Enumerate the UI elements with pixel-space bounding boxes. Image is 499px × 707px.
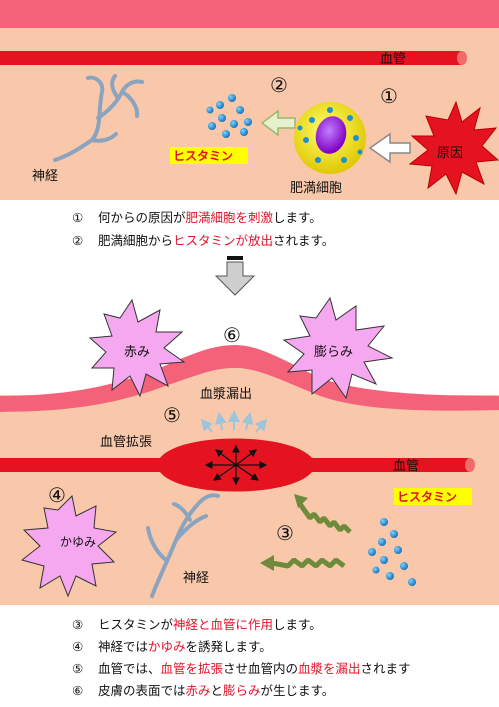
action-arrow-to-vessel-icon <box>294 494 352 534</box>
step-3-marker: ③ <box>276 521 294 545</box>
skin-background <box>0 0 499 200</box>
step-6-marker: ⑥ <box>223 323 241 347</box>
vasodilation-label: 血管拡張 <box>100 435 152 450</box>
skin-surface-layer <box>0 0 499 28</box>
cause-burst-icon <box>408 100 499 196</box>
caption-highlight: 肥満細胞を刺激 <box>185 210 274 225</box>
vessel-label-lower: 血管 <box>393 459 419 474</box>
caption-highlight-2: 膨らみ <box>223 683 261 698</box>
dilation-arrows <box>204 444 268 486</box>
caption-num: ⑥ <box>72 683 84 698</box>
histamine-label-lower: ヒスタミン <box>397 490 457 504</box>
cause-label: 原因 <box>437 146 463 161</box>
step-4-marker: ④ <box>48 483 66 507</box>
plasma-leak-label: 血漿漏出 <box>200 386 252 402</box>
caption-text: します。 <box>273 617 322 632</box>
caption-highlight: 神経と血管に作用 <box>173 617 274 632</box>
panel-top: 血管 神経 ヒスタミン ② <box>0 0 499 200</box>
caption-step-1: ① 何からの原因が肥満細胞を刺激します。 <box>72 207 322 226</box>
histamine-label-box-lower: ヒスタミン <box>394 488 472 505</box>
skin-surface-swollen <box>0 345 499 412</box>
caption-text: されます。 <box>273 233 335 248</box>
itch-burst-icon <box>20 494 118 598</box>
step-2-marker: ② <box>270 73 288 97</box>
caption-num: ④ <box>72 639 84 654</box>
mast-cell <box>294 102 366 174</box>
release-arrow-icon <box>260 109 296 137</box>
caption-text: します。 <box>273 210 322 225</box>
caption-text: が生じます。 <box>260 683 335 698</box>
panel-bottom: ⑥ 赤み 膨らみ 血漿漏出 ⑤ 血管拡張 血管 <box>0 296 499 605</box>
histamine-label-box: ヒスタミン <box>170 147 248 164</box>
itch-label: かゆみ <box>60 535 96 549</box>
caption-highlight: ヒスタミンが放出 <box>173 233 274 248</box>
caption-num: ⑤ <box>72 661 84 676</box>
caption-num: ② <box>72 233 84 248</box>
caption-step-5: ⑤ 血管では、血管を拡張させ血管内の血漿を漏出されます <box>72 658 411 677</box>
nerve-label: 神経 <box>32 169 58 184</box>
action-arrow-to-nerve-icon <box>260 555 346 571</box>
caption-text: されます <box>360 661 411 676</box>
redness-label: 赤み <box>124 345 150 360</box>
caption-step-2: ② 肥満細胞からヒスタミンが放出されます。 <box>72 230 334 249</box>
caption-step-6: ⑥ 皮膚の表面では赤みと膨らみが生じます。 <box>72 680 334 699</box>
caption-text: を誘発します。 <box>185 639 272 654</box>
histamine-particles <box>206 94 252 138</box>
step-5-marker: ⑤ <box>163 403 181 427</box>
caption-highlight: 血管を拡張 <box>160 661 224 676</box>
redness-burst-icon <box>88 298 186 398</box>
caption-step-4: ④ 神経ではかゆみを誘発します。 <box>72 636 272 655</box>
step-1-marker: ① <box>380 84 398 108</box>
caption-step-3: ③ ヒスタミンが神経と血管に作用します。 <box>72 614 322 633</box>
caption-text: 肥満細胞から <box>97 233 173 248</box>
caption-text: 血管では、 <box>97 661 161 676</box>
blood-vessel <box>0 51 467 65</box>
caption-num: ① <box>72 210 84 225</box>
transition-arrow-icon <box>214 256 256 296</box>
caption-text: 神経では <box>97 639 148 654</box>
caption-text: 皮膚の表面では <box>97 683 186 698</box>
caption-text: 何からの原因が <box>97 210 186 225</box>
caption-num: ③ <box>72 617 84 632</box>
mast-cell-label: 肥満細胞 <box>290 181 342 196</box>
swelling-label: 膨らみ <box>314 345 353 360</box>
stimulus-arrow-icon <box>368 132 411 164</box>
caption-text: させ血管内の <box>223 661 299 676</box>
caption-highlight-2: 血漿を漏出 <box>298 661 361 676</box>
nerve-label-lower: 神経 <box>183 571 209 586</box>
caption-text: ヒスタミンが <box>97 617 173 632</box>
histamine-label: ヒスタミン <box>173 149 233 163</box>
plasma-leak-arrows <box>200 410 268 433</box>
caption-highlight: 赤み <box>185 683 211 698</box>
swelling-burst-icon <box>282 296 394 400</box>
vessel-label: 血管 <box>380 52 406 67</box>
histamine-particles-lower <box>368 518 416 586</box>
nerve-icon-lower <box>146 493 220 598</box>
nerve-icon <box>53 74 144 162</box>
caption-text: と <box>210 683 224 698</box>
caption-highlight: かゆみ <box>148 639 186 654</box>
